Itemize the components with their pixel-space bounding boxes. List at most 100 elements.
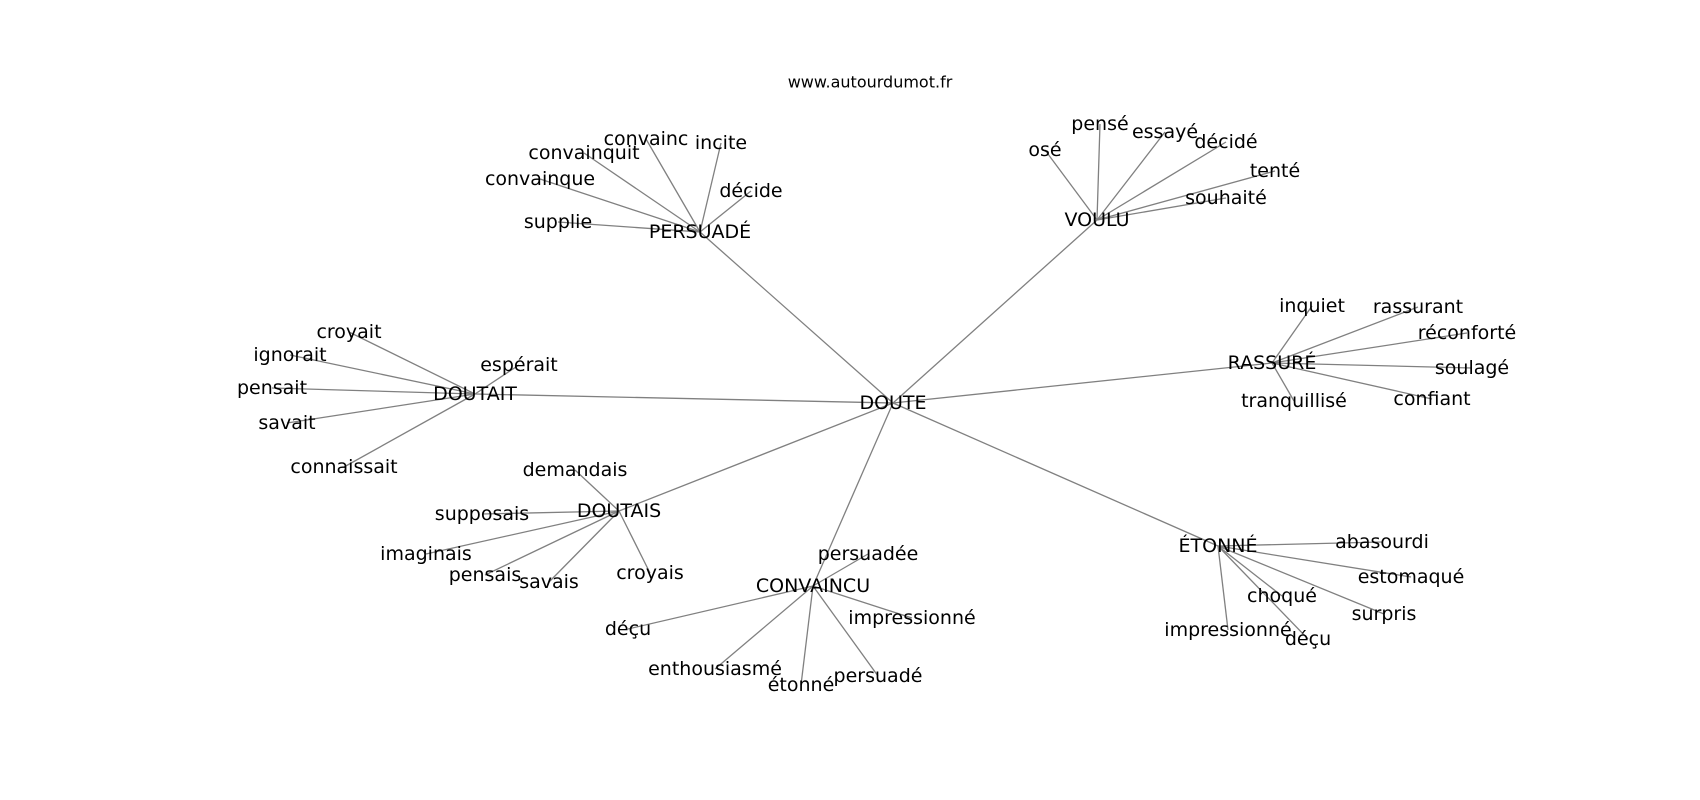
edge-doute-doutait — [474, 393, 894, 404]
node-leaf-doutait-ignorait[interactable]: ignorait — [253, 344, 326, 366]
edge-convaincu-enthousiasme — [714, 585, 814, 670]
node-leaf-etonne-choque[interactable]: choqué — [1247, 585, 1317, 607]
node-hub-etonne[interactable]: ÉTONNÉ — [1179, 534, 1258, 557]
node-leaf-persuade-convainquit[interactable]: convainquit — [528, 142, 639, 164]
node-leaf-rassure-inquiet[interactable]: inquiet — [1279, 295, 1345, 317]
edge-doutait-pensait — [271, 387, 476, 395]
edge-doutait-connaissait — [343, 393, 476, 468]
edge-doutais-imaginais — [425, 510, 620, 555]
edge-etonne-decu — [1217, 545, 1309, 640]
node-leaf-rassure-tranquillise[interactable]: tranquillisé — [1241, 390, 1347, 412]
edge-etonne-impressionne — [1217, 545, 1229, 631]
node-leaf-doutais-croyais[interactable]: croyais — [616, 562, 684, 584]
node-leaf-doutais-savais[interactable]: savais — [519, 571, 579, 593]
edge-etonne-abasourdi — [1217, 541, 1383, 547]
edge-doutait-croyait — [348, 331, 476, 395]
edge-voulu-essaye — [1096, 131, 1166, 221]
edge-doute-etonne — [892, 402, 1219, 547]
node-leaf-persuade-convainque[interactable]: convainque — [485, 168, 595, 190]
edge-etonne-surpris — [1217, 545, 1385, 615]
edge-convaincu-persuadee — [812, 553, 869, 587]
edge-rassure-confiant — [1271, 362, 1433, 400]
node-hub-voulu[interactable]: VOULU — [1064, 209, 1129, 231]
node-leaf-voulu-ose[interactable]: osé — [1028, 139, 1061, 161]
node-leaf-rassure-soulage[interactable]: soulagé — [1435, 357, 1509, 379]
node-leaf-convaincu-persuadee[interactable]: persuadée — [818, 543, 919, 565]
node-leaf-convaincu-persuade[interactable]: persuadé — [834, 665, 923, 687]
node-leaf-voulu-decide[interactable]: décidé — [1194, 131, 1257, 153]
edge-persuade-decide — [699, 190, 752, 233]
node-leaf-voulu-pense[interactable]: pensé — [1071, 113, 1128, 135]
node-leaf-persuade-decide[interactable]: décide — [719, 180, 782, 202]
node-leaf-rassure-reconforte[interactable]: réconforté — [1418, 322, 1516, 344]
node-leaf-doutait-croyait[interactable]: croyait — [316, 321, 381, 343]
node-leaf-rassure-rassurant[interactable]: rassurant — [1373, 296, 1463, 318]
node-leaf-doutait-esperait[interactable]: espérait — [480, 354, 558, 376]
node-leaf-convaincu-enthousiasme[interactable]: enthousiasmé — [648, 658, 782, 680]
node-leaf-doutais-demandais[interactable]: demandais — [523, 459, 628, 481]
node-center-doute[interactable]: DOUTE — [859, 392, 926, 414]
node-leaf-convaincu-impressionne[interactable]: impressionné — [848, 607, 975, 629]
edge-persuade-incite — [699, 142, 722, 233]
node-leaf-rassure-confiant[interactable]: confiant — [1393, 388, 1470, 410]
edge-doutais-pensais — [484, 510, 620, 576]
edge-doutait-savait — [286, 393, 476, 424]
edge-rassure-soulage — [1271, 362, 1473, 369]
node-leaf-convaincu-decu[interactable]: déçu — [605, 618, 651, 640]
node-leaf-doutait-pensait[interactable]: pensait — [237, 377, 307, 399]
edge-doutais-croyais — [618, 510, 651, 574]
edge-voulu-decide — [1096, 141, 1227, 221]
edge-persuade-supplie — [557, 221, 701, 233]
node-leaf-persuade-supplie[interactable]: supplie — [524, 211, 592, 233]
node-leaf-voulu-tente[interactable]: tenté — [1250, 160, 1300, 182]
node-leaf-etonne-surpris[interactable]: surpris — [1352, 603, 1417, 625]
node-hub-doutais[interactable]: DOUTAIS — [577, 500, 661, 522]
edge-rassure-rassurant — [1271, 306, 1419, 364]
edge-doutait-esperait — [474, 364, 520, 395]
node-hub-persuade[interactable]: PERSUADÉ — [649, 220, 751, 243]
edge-persuade-convainc — [645, 138, 701, 233]
node-leaf-etonne-abasourdi[interactable]: abasourdi — [1335, 531, 1429, 553]
node-hub-rassure[interactable]: RASSURÉ — [1228, 351, 1317, 374]
labels: DOUTE PERSUADÉ supplie convainque convainqui… — [237, 113, 1516, 696]
edge-voulu-souhaite — [1096, 197, 1227, 221]
node-leaf-persuade-incite[interactable]: incite — [695, 132, 747, 154]
node-leaf-voulu-souhaite[interactable]: souhaité — [1185, 187, 1267, 209]
edge-voulu-pense — [1096, 123, 1101, 221]
node-leaf-etonne-estomaque[interactable]: estomaqué — [1358, 566, 1465, 588]
node-hub-doutait[interactable]: DOUTAIT — [433, 383, 517, 405]
node-leaf-doutais-imaginais[interactable]: imaginais — [380, 543, 472, 565]
node-leaf-etonne-impressionne[interactable]: impressionné — [1164, 619, 1291, 641]
edge-doute-convaincu — [812, 402, 894, 587]
edge-voulu-tente — [1096, 170, 1276, 221]
node-leaf-doutait-savait[interactable]: savait — [258, 412, 315, 434]
node-leaf-doutait-connaissait[interactable]: connaissait — [290, 456, 397, 478]
edge-rassure-reconforte — [1271, 332, 1468, 364]
node-leaf-voulu-essaye[interactable]: essayé — [1132, 121, 1198, 143]
edge-doute-persuade — [699, 231, 894, 404]
edge-convaincu-impressionne — [812, 585, 913, 619]
node-leaf-doutais-pensais[interactable]: pensais — [449, 564, 522, 586]
edge-doutais-savais — [548, 510, 620, 583]
edge-doute-rassure — [892, 362, 1273, 404]
edge-convaincu-persuade — [812, 585, 879, 677]
edge-doutais-supposais — [481, 510, 620, 515]
edges — [271, 123, 1473, 686]
edge-etonne-choque — [1217, 545, 1283, 597]
edge-voulu-ose — [1044, 149, 1098, 221]
edge-rassure-tranquillise — [1271, 362, 1295, 402]
node-leaf-convaincu-etonne[interactable]: étonné — [768, 674, 835, 696]
edge-persuade-convainque — [539, 178, 701, 233]
node-leaf-etonne-decu[interactable]: déçu — [1285, 628, 1331, 650]
edge-etonne-estomaque — [1217, 545, 1412, 578]
edge-doute-doutais — [618, 402, 894, 512]
node-leaf-persuade-convainc[interactable]: convainc — [604, 128, 689, 150]
edge-doute-voulu — [892, 219, 1098, 404]
site-url: www.autourdumot.fr — [788, 73, 953, 92]
node-leaf-doutais-supposais[interactable]: supposais — [435, 503, 529, 525]
node-hub-convaincu[interactable]: CONVAINCU — [756, 575, 870, 597]
edge-convaincu-decu — [627, 585, 814, 630]
edge-persuade-convainquit — [583, 152, 701, 233]
edge-doutais-demandais — [574, 469, 620, 512]
